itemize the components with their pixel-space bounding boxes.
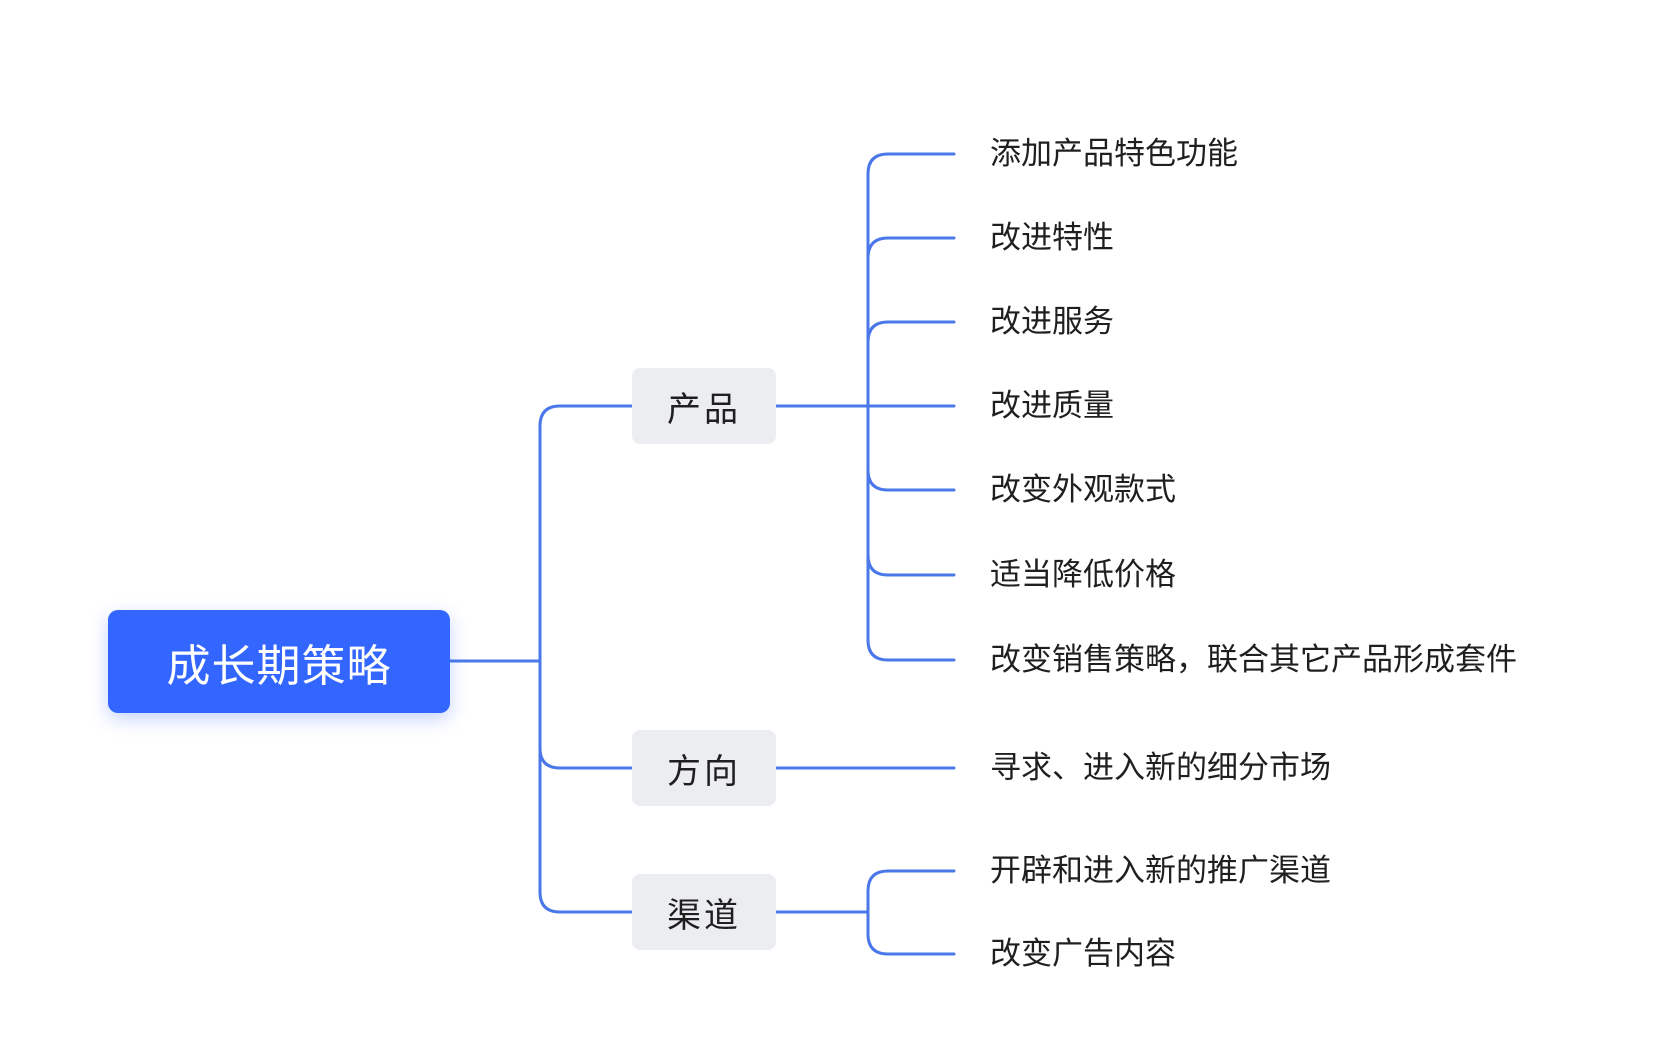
connector-product-leaf-6 xyxy=(866,553,956,577)
connector-product-leaf-2 xyxy=(866,236,956,260)
leaf-node[interactable]: 改变广告内容 xyxy=(990,936,1176,972)
branch-node-label: 方向 xyxy=(667,751,741,792)
branch-node-label: 产品 xyxy=(667,389,741,430)
leaf-node[interactable]: 添加产品特色功能 xyxy=(990,136,1238,172)
connector-to-branch-product xyxy=(538,404,634,428)
leaf-node[interactable]: 改变销售策略，联合其它产品形成套件 xyxy=(990,642,1517,678)
leaf-node[interactable]: 改进特性 xyxy=(990,220,1114,256)
leaf-node[interactable]: 改进质量 xyxy=(990,388,1114,424)
root-node[interactable]: 成长期策略 xyxy=(108,610,450,713)
connector-to-branch-channel xyxy=(538,890,634,914)
connector-product-leaf-7 xyxy=(866,638,956,662)
branch-node-label: 渠道 xyxy=(667,895,741,936)
leaf-node[interactable]: 寻求、进入新的细分市场 xyxy=(990,750,1331,786)
branch-node-product[interactable]: 产品 xyxy=(632,368,776,444)
root-node-label: 成长期策略 xyxy=(166,640,392,692)
branch-node-channel[interactable]: 渠道 xyxy=(632,874,776,950)
leaf-node[interactable]: 适当降低价格 xyxy=(990,557,1176,593)
connector-channel-leaf-2 xyxy=(866,932,956,956)
connector-to-branch-direction xyxy=(538,746,634,770)
branch-node-direction[interactable]: 方向 xyxy=(632,730,776,806)
leaf-node[interactable]: 改进服务 xyxy=(990,304,1114,340)
connector-product-leaf-5 xyxy=(866,468,956,492)
connector-product-leaf-3 xyxy=(866,320,956,344)
leaf-node[interactable]: 开辟和进入新的推广渠道 xyxy=(990,853,1331,889)
leaf-node[interactable]: 改变外观款式 xyxy=(990,472,1176,508)
connector-channel-leaf-1 xyxy=(866,869,956,893)
connector-product-leaf-1 xyxy=(866,152,956,176)
